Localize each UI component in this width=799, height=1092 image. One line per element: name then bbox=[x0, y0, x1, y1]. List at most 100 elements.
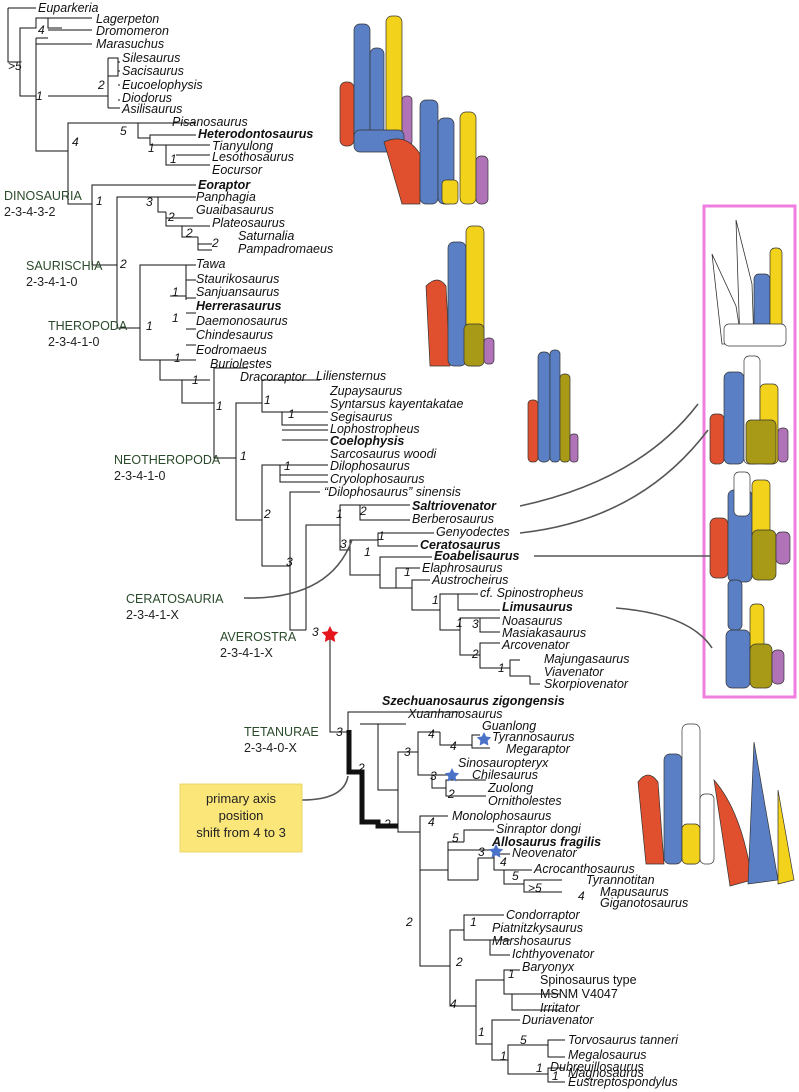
taxon-label: Chilesaurus bbox=[472, 768, 538, 782]
taxon-label: Noasaurus bbox=[502, 614, 562, 628]
clade-labels: DINOSAURIA 2-3-4-3-2 SAURISCHIA 2-3-4-1-… bbox=[4, 189, 319, 755]
support-value: >5 bbox=[8, 59, 22, 73]
taxon-label: Eoraptor bbox=[198, 178, 251, 192]
taxon-label: Lesothosaurus bbox=[212, 150, 294, 164]
taxon-label: Elaphrosaurus bbox=[422, 561, 503, 575]
taxon-label: Sacisaurus bbox=[122, 64, 184, 78]
taxon-label: Silesaurus bbox=[122, 51, 180, 65]
taxon-label: Xuanhanosaurus bbox=[407, 707, 503, 721]
support-value: 1 bbox=[192, 373, 199, 387]
support-value: 1 bbox=[146, 319, 153, 333]
support-value: 5 bbox=[512, 869, 519, 883]
taxon-label: Diodorus bbox=[122, 91, 172, 105]
coelophysis-manus bbox=[527, 349, 579, 463]
support-value: 2 bbox=[405, 915, 413, 929]
taxon-label: Coelophysis bbox=[330, 434, 404, 448]
taxon-label: Irritator bbox=[540, 1001, 580, 1015]
support-value: 5 bbox=[520, 1033, 527, 1047]
taxon-label: Arcovenator bbox=[501, 638, 570, 652]
taxon-label: Herrerasaurus bbox=[196, 299, 282, 313]
support-value: 1 bbox=[288, 407, 295, 421]
note-box bbox=[179, 783, 303, 853]
support-value: 1 bbox=[432, 593, 439, 607]
taxon-label: Heterodontosaurus bbox=[198, 127, 313, 141]
heterodontosaurus-manus bbox=[339, 15, 413, 153]
clade-code-theropoda: 2-3-4-1-0 bbox=[48, 335, 99, 349]
taxon-label: Tawa bbox=[196, 257, 225, 271]
support-value: 3 bbox=[312, 625, 319, 639]
taxon-label: Lophostropheus bbox=[330, 422, 420, 436]
clade-name-averostra: AVEROSTRA bbox=[220, 630, 297, 644]
taxon-label: Eodromaeus bbox=[196, 343, 267, 357]
taxon-label: Eocursor bbox=[212, 163, 263, 177]
support-value: 2 bbox=[167, 210, 175, 224]
taxon-label: Guanlong bbox=[482, 719, 536, 733]
taxon-label: Marshosaurus bbox=[492, 934, 571, 948]
taxon-label: Spinosaurus type bbox=[540, 973, 637, 987]
taxon-label: Euparkeria bbox=[38, 1, 98, 15]
taxon-label: Dubreuillosaurus bbox=[550, 1060, 644, 1074]
taxon-label: Guaibasaurus bbox=[196, 203, 274, 217]
taxon-label: Condorraptor bbox=[506, 908, 580, 922]
clade-code-tetanurae: 2-3-4-0-X bbox=[244, 741, 297, 755]
manus-illustrations bbox=[339, 15, 797, 887]
taxon-label: Lagerpeton bbox=[96, 12, 159, 26]
support-value: 3 bbox=[286, 555, 293, 569]
support-value: 5 bbox=[452, 831, 459, 845]
leader-lines bbox=[243, 403, 713, 801]
support-value: 4 bbox=[72, 135, 79, 149]
taxon-label: Dracoraptor bbox=[240, 370, 307, 384]
taxon-label: Tyrannosaurus bbox=[492, 730, 574, 744]
taxon-label: cf. Spinostropheus bbox=[480, 586, 584, 600]
change-star bbox=[488, 844, 504, 858]
taxon-label: Duriavenator bbox=[522, 1013, 594, 1027]
support-value: 1 bbox=[364, 545, 371, 559]
taxon-label: Austrocheirus bbox=[431, 573, 508, 587]
support-value: 1 bbox=[148, 141, 155, 155]
support-value: 1 bbox=[404, 565, 411, 579]
clade-name-ceratosauria: CERATOSAURIA bbox=[126, 592, 224, 606]
support-value: 3 bbox=[146, 195, 153, 209]
taxon-label: Dromomeron bbox=[96, 24, 169, 38]
taxon-label: Monolophosaurus bbox=[452, 809, 551, 823]
support-value: 1 bbox=[36, 89, 43, 103]
taxon-label: Pampadromaeus bbox=[238, 242, 333, 256]
support-value: 5 bbox=[120, 124, 127, 138]
taxon-label: Eoabelisaurus bbox=[434, 549, 519, 563]
taxon-labels: Euparkeria Lagerpeton Dromomeron Marasuc… bbox=[38, 1, 688, 1089]
taxon-label: Ornitholestes bbox=[488, 794, 562, 808]
clade-code-averostra: 2-3-4-1-X bbox=[220, 646, 273, 660]
eoabelisaurus-manus bbox=[709, 471, 791, 583]
taxon-label: Piatnitzkysaurus bbox=[492, 921, 583, 935]
taxon-label: “Dilophosaurus” sinensis bbox=[324, 485, 461, 499]
tree-branches bbox=[7, 7, 565, 1083]
taxon-label: Chindesaurus bbox=[196, 328, 273, 342]
taxon-label: Berberosaurus bbox=[412, 512, 494, 526]
taxon-label: Genyodectes bbox=[436, 525, 510, 539]
support-value: 4 bbox=[450, 739, 457, 753]
taxon-label: Tianyulong bbox=[212, 139, 273, 153]
taxon-label: Asilisaurus bbox=[121, 102, 182, 116]
taxon-label: Liliensternus bbox=[316, 369, 386, 383]
support-value: 1 bbox=[174, 351, 181, 365]
clade-code-dinosauria: 2-3-4-3-2 bbox=[4, 205, 55, 219]
taxon-label: Pisanosaurus bbox=[172, 115, 248, 129]
support-value: 1 bbox=[336, 507, 343, 521]
support-value: 1 bbox=[170, 152, 177, 166]
clade-name-tetanurae: TETANURAE bbox=[244, 725, 319, 739]
taxon-label: Eustreptospondylus bbox=[568, 1075, 678, 1089]
support-value: 4 bbox=[428, 815, 435, 829]
support-value: 1 bbox=[240, 449, 247, 463]
clade-name-theropoda: THEROPODA bbox=[48, 319, 128, 333]
taxon-label: Sanjuansaurus bbox=[196, 285, 279, 299]
change-star bbox=[476, 732, 492, 746]
support-value: 1 bbox=[508, 967, 515, 981]
taxon-label: Staurikosaurus bbox=[196, 272, 279, 286]
taxon-label: Torvosaurus tanneri bbox=[568, 1033, 679, 1047]
note-line-1: primary axis bbox=[206, 791, 277, 806]
support-value: 3 bbox=[472, 617, 479, 631]
clade-name-neotheropoda: NEOTHEROPODA bbox=[114, 453, 221, 467]
support-value: 1 bbox=[264, 393, 271, 407]
